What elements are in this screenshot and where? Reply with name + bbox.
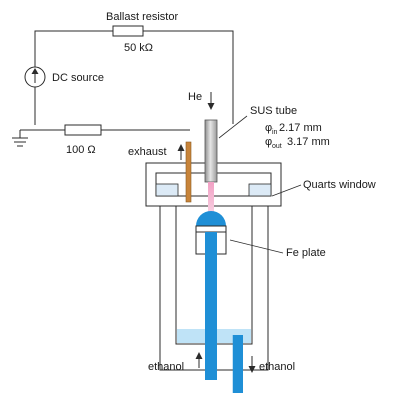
he-label: He [188, 91, 202, 103]
phi-in-symbol: φ [265, 122, 272, 134]
fe-plate-label: Fe plate [286, 247, 326, 259]
phi-out-value: 3.17 mm [287, 136, 330, 148]
ethanol-out-label: ethanol [259, 361, 295, 373]
circuit-wires [20, 30, 234, 131]
phi-in-value: 2.17 mm [279, 122, 322, 134]
exhaust-label: exhaust [128, 146, 167, 158]
dc-source-icon [24, 66, 46, 88]
ballast-value-label: 50 kΩ [124, 42, 153, 54]
small-resistor-icon [64, 124, 102, 136]
ground-icon [12, 130, 28, 147]
small-resistor-label: 100 Ω [66, 144, 96, 156]
sus-tube-icon [204, 119, 218, 183]
phi-out-label: φ out 3.17 mm [265, 136, 330, 150]
he-arrow-icon [207, 92, 215, 110]
quartz-window-label: Quarts window [303, 179, 376, 191]
dc-source-label: DC source [52, 72, 104, 84]
ethanol-pipes [205, 254, 243, 393]
phi-in-label: φ in 2.17 mm [265, 122, 322, 136]
leader-lines [218, 115, 302, 254]
ethanol-in-label: ethanol [148, 361, 184, 373]
exhaust-tube [185, 141, 192, 203]
phi-out-symbol: φ [265, 136, 272, 148]
phi-out-subscript: out [272, 143, 282, 150]
exhaust-arrow-icon [177, 144, 185, 160]
fe-plate-holder [195, 211, 227, 255]
ballast-resistor-label: Ballast resistor [106, 11, 178, 23]
quartz-window [155, 183, 272, 197]
ethanol-in-arrow-icon [195, 352, 203, 368]
phi-in-subscript: in [272, 129, 278, 136]
ballast-resistor-icon [112, 25, 144, 37]
sus-tube-label: SUS tube [250, 105, 297, 117]
ethanol-out-arrow-icon [248, 356, 256, 373]
plasma-jet [208, 182, 214, 212]
